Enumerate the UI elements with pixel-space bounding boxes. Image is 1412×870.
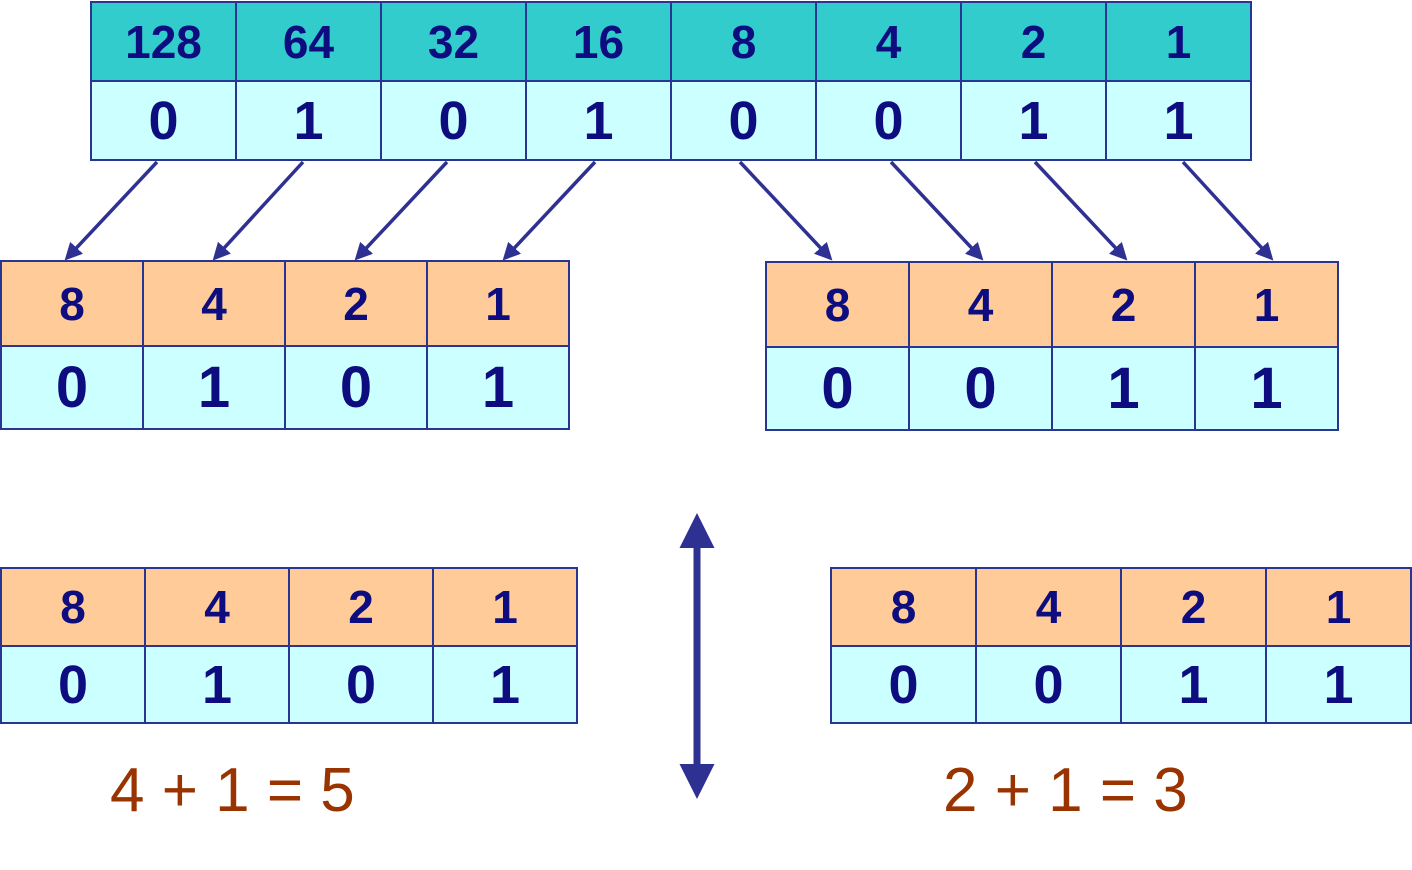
arrow-bit-4: [889, 160, 984, 261]
nibble-weight-cell: 1: [1196, 263, 1339, 348]
byte-table: 128 64 32 16 8 4 2 1 0 1 0 1 0 0 1 1: [90, 1, 1252, 161]
high-nibble-sum: 4 + 1 = 5: [110, 756, 355, 825]
nibble-weight-cell: 8: [832, 569, 977, 647]
byte-weight-cell: 16: [527, 3, 672, 82]
byte-bit-cell: 1: [237, 82, 382, 161]
byte-weight-cell: 8: [672, 3, 817, 82]
byte-weight-cell: 128: [92, 3, 237, 82]
arrow-bit-2: [1033, 160, 1128, 261]
nibble-bit-cell: 1: [428, 347, 570, 430]
byte-bit-cell: 0: [672, 82, 817, 161]
nibble-bit-cell: 0: [290, 647, 434, 724]
nibble-weight-cell: 4: [977, 569, 1122, 647]
nibble-bit-cell: 0: [767, 348, 910, 431]
nibble-bit-cell: 0: [910, 348, 1053, 431]
low-nibble-sum: 2 + 1 = 3: [943, 756, 1188, 825]
nibble-bit-cell: 0: [2, 647, 146, 724]
nibble-weight-cell: 2: [290, 569, 434, 647]
byte-bit-cell: 1: [1107, 82, 1252, 161]
nibble-weight-cell: 1: [428, 262, 570, 347]
arrow-bit-8: [738, 160, 833, 261]
arrow-bit-16: [502, 160, 597, 261]
nibble-bit-cell: 0: [977, 647, 1122, 724]
byte-weight-cell: 2: [962, 3, 1107, 82]
nibble-bit-cell: 1: [1122, 647, 1267, 724]
byte-weight-cell: 1: [1107, 3, 1252, 82]
byte-bit-cell: 0: [382, 82, 527, 161]
nibble-bit-cell: 0: [286, 347, 428, 430]
nibble-bit-cell: 1: [434, 647, 578, 724]
nibble-weight-cell: 8: [2, 569, 146, 647]
high-nibble-table-top: 8 4 2 1 0 1 0 1: [0, 260, 570, 430]
nibble-weight-cell: 1: [434, 569, 578, 647]
low-nibble-table-bottom: 8 4 2 1 0 0 1 1: [830, 567, 1412, 724]
nibble-bit-cell: 1: [146, 647, 290, 724]
byte-bit-cell: 0: [817, 82, 962, 161]
arrow-bit-128: [64, 160, 159, 261]
byte-bit-cell: 1: [962, 82, 1107, 161]
byte-weight-cell: 32: [382, 3, 527, 82]
byte-weight-cell: 64: [237, 3, 382, 82]
nibble-weight-cell: 2: [286, 262, 428, 347]
nibble-weight-cell: 8: [2, 262, 144, 347]
nibble-bit-cell: 0: [832, 647, 977, 724]
low-nibble-table-top: 8 4 2 1 0 0 1 1: [765, 261, 1339, 431]
nibble-weight-cell: 4: [910, 263, 1053, 348]
nibble-bit-cell: 1: [1196, 348, 1339, 431]
nibble-bit-cell: 1: [1053, 348, 1196, 431]
byte-weight-cell: 4: [817, 3, 962, 82]
arrow-bit-32: [354, 160, 449, 261]
byte-bit-cell: 0: [92, 82, 237, 161]
high-nibble-table-bottom: 8 4 2 1 0 1 0 1: [0, 567, 578, 724]
nibble-weight-cell: 4: [144, 262, 286, 347]
arrow-bit-64: [212, 160, 305, 261]
nibble-bit-cell: 0: [2, 347, 144, 430]
nibble-weight-cell: 2: [1122, 569, 1267, 647]
arrow-bit-1: [1181, 160, 1274, 261]
nibble-bit-cell: 1: [144, 347, 286, 430]
byte-bit-cell: 1: [527, 82, 672, 161]
nibble-weight-cell: 4: [146, 569, 290, 647]
nibble-weight-cell: 2: [1053, 263, 1196, 348]
nibble-weight-cell: 1: [1267, 569, 1412, 647]
nibble-bit-cell: 1: [1267, 647, 1412, 724]
nibble-weight-cell: 8: [767, 263, 910, 348]
